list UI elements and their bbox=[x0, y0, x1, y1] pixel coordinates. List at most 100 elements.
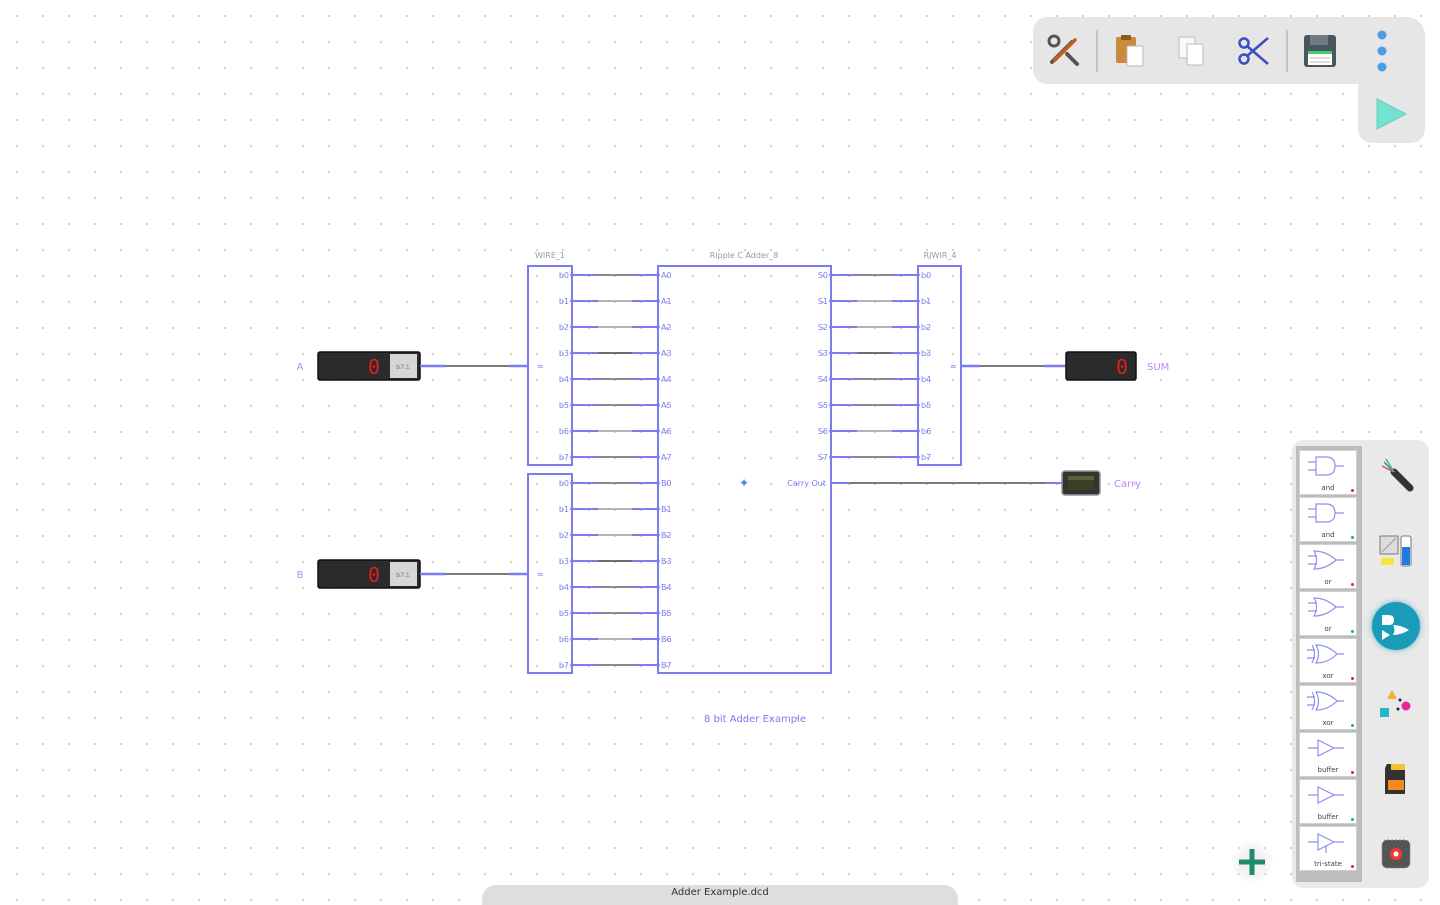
input-a-tag: b7:1 bbox=[396, 364, 410, 371]
pin-dot bbox=[570, 663, 574, 667]
palette-gate-xor[interactable]: xor bbox=[1299, 685, 1357, 730]
pin-label: b5 bbox=[559, 401, 569, 410]
tools-button[interactable] bbox=[1033, 20, 1095, 82]
pin-label: b1 bbox=[559, 297, 569, 306]
pin-dot bbox=[570, 273, 574, 277]
pin-label: B1 bbox=[661, 505, 672, 514]
cut-button[interactable] bbox=[1223, 20, 1285, 82]
gate-label: buffer bbox=[1317, 766, 1339, 774]
palette-gate-xor[interactable]: xor bbox=[1299, 638, 1357, 683]
pin-label: A0 bbox=[661, 271, 672, 280]
circuit-caption[interactable]: 8 bit Adder Example bbox=[704, 714, 806, 725]
output-carry-led[interactable] bbox=[1061, 470, 1101, 496]
pin-dot bbox=[916, 455, 920, 459]
pin-label: b2 bbox=[559, 323, 569, 332]
input-a[interactable]: b7:1 0 bbox=[317, 351, 421, 381]
gates-tool[interactable] bbox=[1372, 602, 1420, 650]
floppy-disk-icon bbox=[1304, 34, 1336, 67]
misc-tool[interactable] bbox=[1374, 682, 1418, 726]
pin-label: b6 bbox=[559, 427, 569, 436]
pin-label: b7 bbox=[921, 453, 931, 462]
pin-dot bbox=[656, 585, 660, 589]
pin-dot bbox=[570, 585, 574, 589]
pin-dot bbox=[656, 273, 660, 277]
palette-gate-buffer[interactable]: buffer bbox=[1299, 779, 1357, 824]
pin-dot bbox=[570, 481, 574, 485]
pin-dot bbox=[656, 663, 660, 667]
io-tool[interactable] bbox=[1374, 528, 1418, 572]
pin-label: b4 bbox=[921, 375, 931, 384]
pin-dot bbox=[570, 533, 574, 537]
pin-dot bbox=[656, 533, 660, 537]
pin-dot bbox=[656, 377, 660, 381]
chip-tool[interactable] bbox=[1374, 832, 1418, 876]
pin-dot bbox=[570, 299, 574, 303]
gate-status-dot bbox=[1351, 677, 1354, 680]
memory-tool[interactable] bbox=[1374, 756, 1418, 800]
pin-label: A5 bbox=[661, 401, 672, 410]
pin-label: b3 bbox=[921, 349, 931, 358]
save-button[interactable] bbox=[1289, 20, 1351, 82]
origin-marker: ✦ bbox=[739, 476, 749, 490]
toolbar-divider bbox=[1096, 29, 1098, 72]
input-b-label: B bbox=[297, 570, 304, 581]
gate-label: or bbox=[1324, 578, 1332, 586]
copy-button[interactable] bbox=[1161, 20, 1223, 82]
pin-dot bbox=[570, 403, 574, 407]
palette-gate-and[interactable]: and bbox=[1299, 450, 1357, 495]
wire-tool[interactable] bbox=[1374, 452, 1418, 496]
pin-label: A7 bbox=[661, 453, 672, 462]
palette-gate-buffer[interactable]: buffer bbox=[1299, 732, 1357, 777]
pin-dot bbox=[916, 325, 920, 329]
file-tab-name: Adder Example.dcd bbox=[671, 887, 769, 898]
pin-dot bbox=[656, 559, 660, 563]
plus-icon bbox=[1239, 849, 1265, 875]
tri-state-gate-icon bbox=[1308, 833, 1344, 853]
palette-gate-or[interactable]: or bbox=[1299, 544, 1357, 589]
buffer-gate-icon bbox=[1308, 739, 1344, 757]
paste-button[interactable] bbox=[1099, 20, 1161, 82]
input-b[interactable]: b7:1 0 bbox=[317, 559, 421, 589]
run-simulation-button[interactable] bbox=[1366, 92, 1416, 136]
input-b-tag: b7:1 bbox=[396, 572, 410, 579]
vertical-ellipsis-icon bbox=[1377, 30, 1387, 71]
gate-status-dot bbox=[1351, 583, 1354, 586]
pin-label: S0 bbox=[818, 271, 828, 280]
pin-dot bbox=[570, 429, 574, 433]
pin-label: S4 bbox=[818, 375, 828, 384]
gate-status-dot bbox=[1351, 536, 1354, 539]
memory-card-icon bbox=[1385, 764, 1405, 794]
bus-symbol-sum: ≈ bbox=[950, 362, 957, 371]
more-button[interactable] bbox=[1351, 20, 1413, 82]
file-tab[interactable]: Adder Example.dcd bbox=[482, 885, 958, 905]
pin-label: b2 bbox=[921, 323, 931, 332]
pin-label: b1 bbox=[559, 505, 569, 514]
palette-gate-and[interactable]: and bbox=[1299, 497, 1357, 542]
pin-label: B0 bbox=[661, 479, 672, 488]
gate-status-dot bbox=[1351, 771, 1354, 774]
pin-label: b4 bbox=[559, 375, 569, 384]
pin-label: S2 bbox=[818, 323, 828, 332]
add-component-button[interactable] bbox=[1230, 840, 1274, 884]
ripple-carry-adder[interactable] bbox=[657, 265, 832, 674]
pin-dot bbox=[570, 611, 574, 615]
pin-dot bbox=[570, 325, 574, 329]
pin-label: S5 bbox=[818, 401, 828, 410]
output-sum-value: 0 bbox=[1116, 355, 1128, 379]
output-sum[interactable]: 0 bbox=[1065, 351, 1137, 381]
toolbar-divider bbox=[1286, 29, 1288, 72]
pin-label: A2 bbox=[661, 323, 672, 332]
pin-label: b0 bbox=[921, 271, 931, 280]
pin-dot bbox=[570, 559, 574, 563]
chip-icon bbox=[1381, 839, 1411, 869]
gate-label: tri-state bbox=[1314, 860, 1342, 868]
input-a-value: 0 bbox=[368, 355, 380, 379]
buffer-gate-icon bbox=[1308, 786, 1344, 804]
palette-gate-tri-state[interactable]: tri-state bbox=[1299, 826, 1357, 871]
pin-dot bbox=[656, 325, 660, 329]
pin-label: A4 bbox=[661, 375, 672, 384]
gate-label: and bbox=[1321, 531, 1335, 539]
pin-label: B3 bbox=[661, 557, 672, 566]
palette-gate-or[interactable]: or bbox=[1299, 591, 1357, 636]
